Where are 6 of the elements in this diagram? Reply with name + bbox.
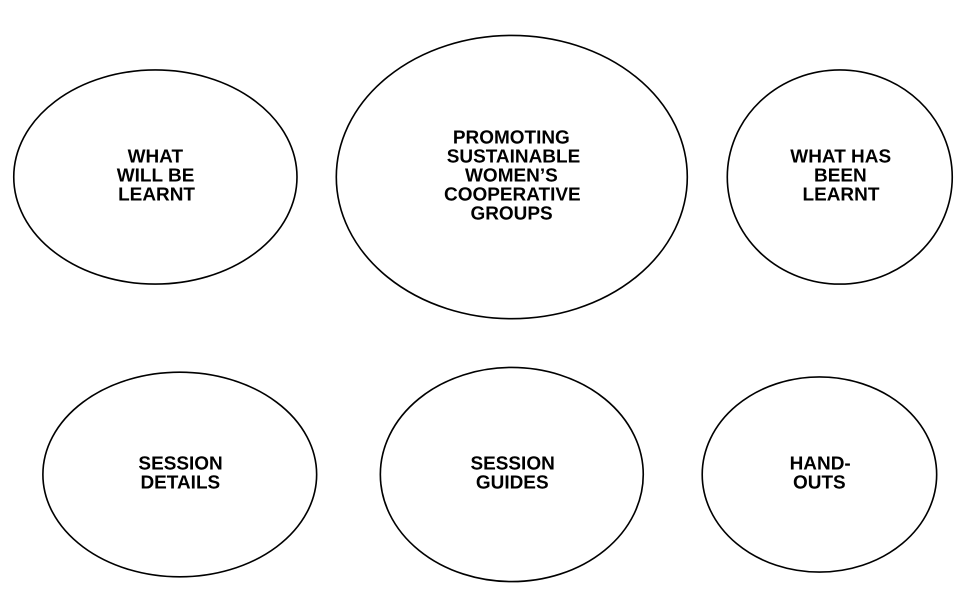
- node-ellipse: WHAT WILL BE LEARNT: [12, 68, 298, 284]
- node-circle: WHAT HAS BEEN LEARNT: [726, 68, 954, 284]
- node-ellipse: SESSION DETAILS: [42, 370, 318, 578]
- node-ellipse: HAND-OUTS: [701, 376, 938, 572]
- node-ellipse: SESSION GUIDES: [380, 366, 644, 582]
- node-ellipse: PROMOTING SUSTAINABLE WOMEN’S COOPERATIVE GROUPS: [335, 34, 688, 319]
